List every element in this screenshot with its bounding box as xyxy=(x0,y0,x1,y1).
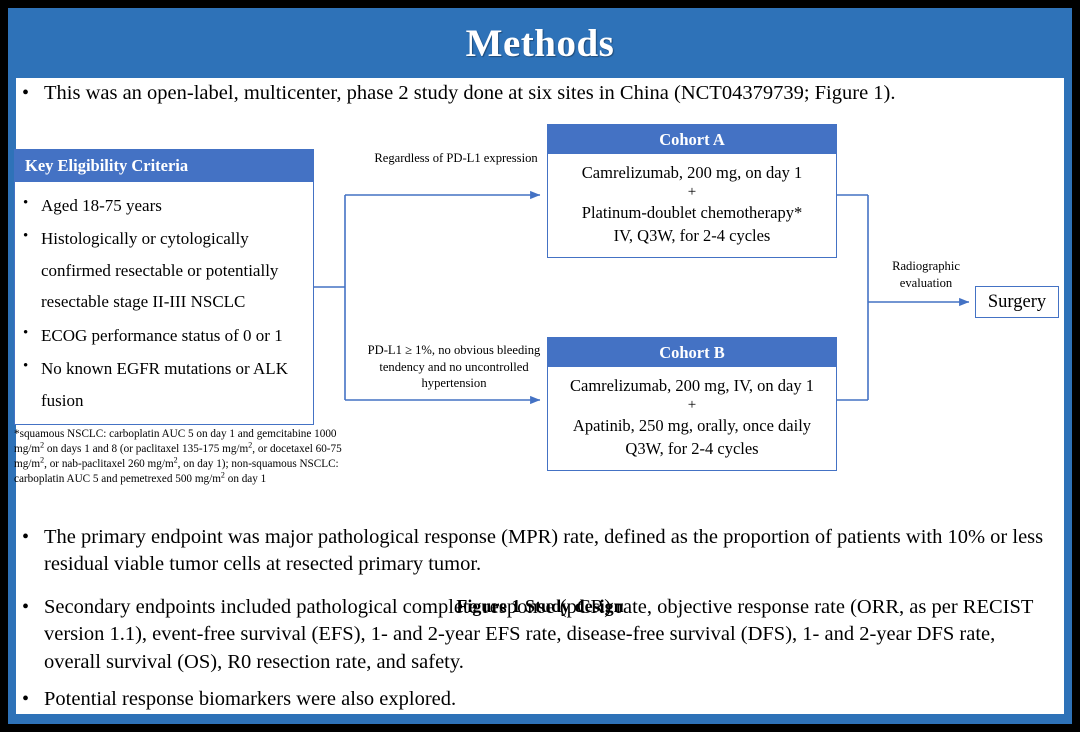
eligibility-item-text: Aged 18-75 years xyxy=(41,196,162,215)
eligibility-header: Key Eligibility Criteria xyxy=(15,150,313,182)
footnote-seg: , on day 1); non-squamous NSCLC: carbopl… xyxy=(14,458,339,485)
intro-bullet: • This was an open-label, multicenter, p… xyxy=(22,80,1052,107)
footnote-seg: on day 1 xyxy=(224,473,267,485)
bullet-marker: • xyxy=(22,82,30,104)
eligibility-item-text: Histologically or cytologically confirme… xyxy=(41,229,279,312)
eligibility-criteria-box: Key Eligibility Criteria • Aged 18-75 ye… xyxy=(14,149,314,425)
bullet-marker: • xyxy=(23,358,29,375)
endpoint-bullet-primary: • The primary endpoint was major patholo… xyxy=(22,524,1052,579)
bullet-marker: • xyxy=(22,526,30,548)
list-item: • Aged 18-75 years xyxy=(23,190,307,221)
connector-label-cohort-b: PD-L1 ≥ 1%, no obvious bleeding tendency… xyxy=(367,343,541,391)
footnote-seg: , or nab-paclitaxel 260 mg/m xyxy=(44,458,174,470)
footnote-sup: 2 xyxy=(220,470,225,480)
bullet-marker: • xyxy=(23,195,29,211)
cohort-b-box: Cohort B Camrelizumab, 200 mg, IV, on da… xyxy=(547,337,837,471)
footnote-sup: 2 xyxy=(173,455,178,465)
surgery-box: Surgery xyxy=(975,286,1059,318)
eligibility-item-text: ECOG performance status of 0 or 1 xyxy=(41,325,283,345)
bullet-marker: • xyxy=(23,324,29,341)
figure-connector-lines xyxy=(314,190,970,405)
cohort-a-line3: IV, Q3W, for 2-4 cycles xyxy=(613,226,771,246)
footnote-sup: 2 xyxy=(40,455,45,465)
cohort-b-header: Cohort B xyxy=(548,338,836,367)
bullet-marker: • xyxy=(22,596,30,618)
footnote-sup: 2 xyxy=(40,440,45,450)
cohort-a-plus: + xyxy=(687,184,697,201)
endpoint-bullet-secondary: • Secondary endpoints included pathologi… xyxy=(22,594,1052,676)
footnote-seg: , or docetaxel 60-75 mg/m xyxy=(14,443,342,470)
cohort-b-plus: + xyxy=(687,397,697,414)
cohort-b-line1: Camrelizumab, 200 mg, IV, on day 1 xyxy=(570,376,814,395)
cohort-b-line3: Q3W, for 2-4 cycles xyxy=(625,439,759,459)
slide-title-banner: Methods xyxy=(16,8,1064,78)
chemotherapy-footnote: *squamous NSCLC: carboplatin AUC 5 on da… xyxy=(14,427,344,487)
cohort-a-header: Cohort A xyxy=(548,125,836,154)
endpoint-text: Secondary endpoints included pathologica… xyxy=(44,596,1034,673)
study-design-figure: Key Eligibility Criteria • Aged 18-75 ye… xyxy=(0,112,1080,616)
connector-label-cohort-a: Regardless of PD-L1 expression xyxy=(374,151,538,165)
list-item: • Histologically or cytologically confir… xyxy=(23,223,307,317)
page-title: Methods xyxy=(465,21,615,65)
footnote-sup: 2 xyxy=(248,440,253,450)
figure-caption: Figure 1 Study design xyxy=(456,596,624,616)
cohort-a-line2: Platinum-doublet chemotherapy* xyxy=(581,202,803,222)
list-item: • No known EGFR mutations or ALK fusion xyxy=(23,353,307,416)
eligibility-item-text: No known EGFR mutations or ALK fusion xyxy=(41,359,288,410)
cohort-a-body: Camrelizumab, 200 mg, on day 1 + Platinu… xyxy=(548,154,836,257)
endpoint-text: The primary endpoint was major pathologi… xyxy=(44,526,1044,576)
endpoint-bullet-biomarkers: • Potential response biomarkers were als… xyxy=(22,686,1052,713)
footnote-seg: on days 1 and 8 (or paclitaxel 135-175 m… xyxy=(44,443,249,455)
bullet-marker: • xyxy=(22,688,30,710)
bullet-marker: • xyxy=(23,228,29,245)
cohort-b-line2: Apatinib, 250 mg, orally, once daily xyxy=(572,415,812,435)
footnote-seg: *squamous NSCLC: carboplatin AUC 5 on da… xyxy=(14,428,337,455)
eligibility-list: • Aged 18-75 years • Histologically or c… xyxy=(15,182,313,416)
cohort-b-body: Camrelizumab, 200 mg, IV, on day 1 + Apa… xyxy=(548,367,836,470)
cohort-a-box: Cohort A Camrelizumab, 200 mg, on day 1 … xyxy=(547,124,837,258)
list-item: • ECOG performance status of 0 or 1 xyxy=(23,320,307,351)
surgery-label: Surgery xyxy=(987,291,1047,312)
connector-label-surgery: Radiographic evaluation xyxy=(892,259,960,290)
intro-bullet-text: This was an open-label, multicenter, pha… xyxy=(44,82,896,104)
endpoint-text: Potential response biomarkers were also … xyxy=(44,688,457,710)
cohort-a-line1: Camrelizumab, 200 mg, on day 1 xyxy=(581,163,803,182)
